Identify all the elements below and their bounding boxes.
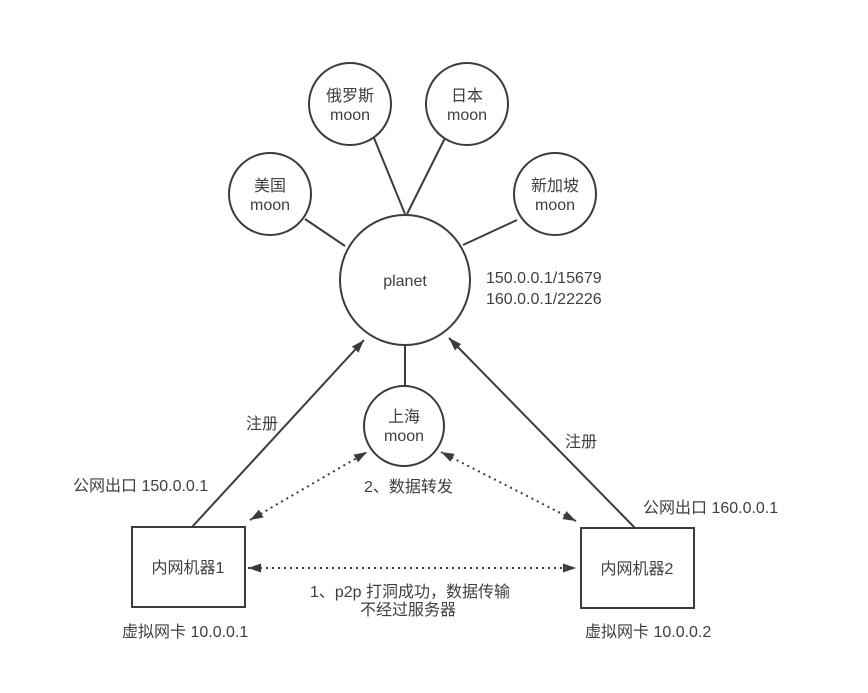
node-machine2 xyxy=(580,527,695,609)
singapore-moon-label-line2: moon xyxy=(535,197,575,214)
node-japan-moon xyxy=(425,62,509,146)
japan-moon-label-line1: 日本 xyxy=(451,87,483,105)
virtual-nic-label-left: 虚拟网卡 10.0.0.1 xyxy=(122,623,248,641)
edge-singapore-planet xyxy=(462,219,518,246)
node-russia-moon xyxy=(308,62,392,146)
usa-moon-label-line2: moon xyxy=(250,197,290,214)
russia-moon-label-line2: moon xyxy=(330,107,370,124)
node-machine1 xyxy=(131,526,246,608)
p2p-note-line1: 1、p2p 打洞成功，数据传输 xyxy=(310,583,510,601)
shanghai-moon-label-line1: 上海 xyxy=(388,408,420,426)
arrow-register-machine1-planet xyxy=(191,339,365,528)
machine2-label: 内网机器2 xyxy=(601,560,674,578)
relay-note: 2、数据转发 xyxy=(364,478,453,496)
dotted-arrow-machine1-shanghai xyxy=(249,451,368,521)
node-usa-moon xyxy=(228,152,312,236)
russia-moon-label-line1: 俄罗斯 xyxy=(326,87,374,105)
planet-ip-line1: 150.0.0.1/15679 xyxy=(486,270,602,287)
shanghai-moon-label-line2: moon xyxy=(384,428,424,445)
arrow-register-machine2-planet xyxy=(448,337,636,529)
public-egress-label-right: 公网出口 160.0.0.1 xyxy=(643,499,778,517)
japan-moon-label-line2: moon xyxy=(447,107,487,124)
edge-japan-planet xyxy=(406,137,446,215)
dotted-arrow-machine2-shanghai xyxy=(440,451,577,522)
node-shanghai-moon xyxy=(363,385,445,467)
planet-label: planet xyxy=(383,273,427,290)
usa-moon-label-line1: 美国 xyxy=(254,177,286,195)
machine1-label: 内网机器1 xyxy=(152,559,225,577)
p2p-note-line2: 不经过服务器 xyxy=(360,601,456,619)
public-egress-label-left: 公网出口 150.0.0.1 xyxy=(73,477,208,495)
edge-russia-planet xyxy=(373,137,406,215)
node-singapore-moon xyxy=(513,152,597,236)
singapore-moon-label-line1: 新加坡 xyxy=(531,177,579,195)
planet-ip-line2: 160.0.0.1/22226 xyxy=(486,291,602,308)
register-label-left: 注册 xyxy=(246,415,278,433)
virtual-nic-label-right: 虚拟网卡 10.0.0.2 xyxy=(585,623,711,641)
node-planet xyxy=(339,214,471,346)
edge-usa-planet xyxy=(304,218,346,247)
register-label-right: 注册 xyxy=(565,433,597,451)
